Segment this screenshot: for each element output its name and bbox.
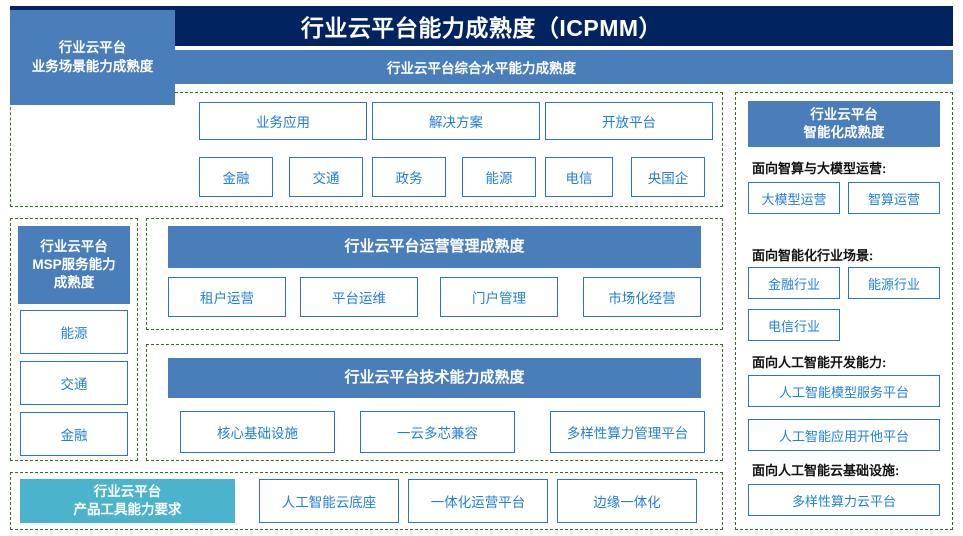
operations-item-3[interactable]: 市场化经营 [583, 277, 701, 317]
operations-item-0[interactable]: 租户运营 [168, 277, 286, 317]
business-scenario-header: 行业云平台 业务场景能力成熟度 [10, 10, 175, 105]
ai-section1-label: 面向智算与大模型运营: [752, 161, 887, 176]
ai-section4-label: 面向人工智能云基础设施: [752, 463, 900, 478]
ai-section1-item-0[interactable]: 大模型运营 [748, 182, 840, 214]
msp-header-line3: 成熟度 [53, 275, 95, 291]
business-industry-item-5[interactable]: 央国企 [631, 157, 705, 197]
msp-header-line1: 行业云平台 [40, 238, 108, 254]
technical-header: 行业云平台技术能力成熟度 [168, 358, 701, 398]
ai-section2-item-1[interactable]: 能源行业 [848, 267, 940, 299]
business-industry-item-4[interactable]: 电信 [545, 157, 613, 197]
product-item-0[interactable]: 人工智能云底座 [259, 479, 399, 523]
ai-section4-item-0[interactable]: 多样性算力云平台 [748, 484, 940, 516]
business-scenario-header-line1: 行业云平台 [58, 40, 127, 56]
operations-header-label: 行业云平台运营管理成熟度 [344, 237, 525, 255]
ai-section2-item-0[interactable]: 金融行业 [748, 267, 840, 299]
technical-item-0[interactable]: 核心基础设施 [180, 411, 335, 453]
operations-header: 行业云平台运营管理成熟度 [168, 226, 701, 268]
technical-header-label: 行业云平台技术能力成熟度 [344, 368, 525, 386]
product-tools-header-line1: 行业云平台 [93, 483, 162, 499]
business-top-item-2[interactable]: 开放平台 [545, 102, 713, 140]
operations-item-1[interactable]: 平台运维 [300, 277, 418, 317]
msp-header-line2: MSP服务能力 [32, 256, 116, 272]
business-industry-item-2[interactable]: 政务 [372, 157, 446, 197]
ai-section3-item-1[interactable]: 人工智能应用开他平台 [748, 419, 940, 451]
business-industry-item-1[interactable]: 交通 [289, 157, 363, 197]
msp-item-1[interactable]: 交通 [20, 361, 128, 405]
business-top-item-1[interactable]: 解决方案 [372, 102, 540, 140]
intelligent-maturity-header: 行业云平台 智能化成熟度 [748, 101, 940, 147]
ai-section2-item-2[interactable]: 电信行业 [748, 309, 840, 341]
business-industry-item-3[interactable]: 能源 [462, 157, 536, 197]
intelligent-maturity-header-line2: 智能化成熟度 [803, 125, 885, 140]
intelligent-maturity-header-line1: 行业云平台 [810, 106, 878, 122]
product-tools-header-line2: 产品工具能力要求 [73, 502, 182, 517]
msp-item-2[interactable]: 金融 [20, 412, 128, 456]
ai-section3-label: 面向人工智能开发能力: [752, 355, 887, 370]
technical-item-1[interactable]: 一云多芯兼容 [360, 411, 515, 453]
business-industry-item-0[interactable]: 金融 [199, 157, 273, 197]
product-item-1[interactable]: 一体化运营平台 [408, 479, 548, 523]
msp-header: 行业云平台 MSP服务能力 成熟度 [18, 226, 130, 304]
ai-section1-item-1[interactable]: 智算运营 [848, 182, 940, 214]
msp-item-0[interactable]: 能源 [20, 310, 128, 354]
ai-section2-label: 面向智能化行业场景: [752, 248, 874, 263]
ai-section3-item-0[interactable]: 人工智能模型服务平台 [748, 375, 940, 407]
business-scenario-header-line2: 业务场景能力成熟度 [31, 58, 154, 74]
technical-item-2[interactable]: 多样性算力管理平台 [550, 411, 705, 453]
product-tools-header: 行业云平台 产品工具能力要求 [20, 479, 235, 523]
product-item-2[interactable]: 边缘一体化 [557, 479, 697, 523]
operations-item-2[interactable]: 门户管理 [440, 277, 558, 317]
business-top-item-0[interactable]: 业务应用 [199, 102, 367, 140]
